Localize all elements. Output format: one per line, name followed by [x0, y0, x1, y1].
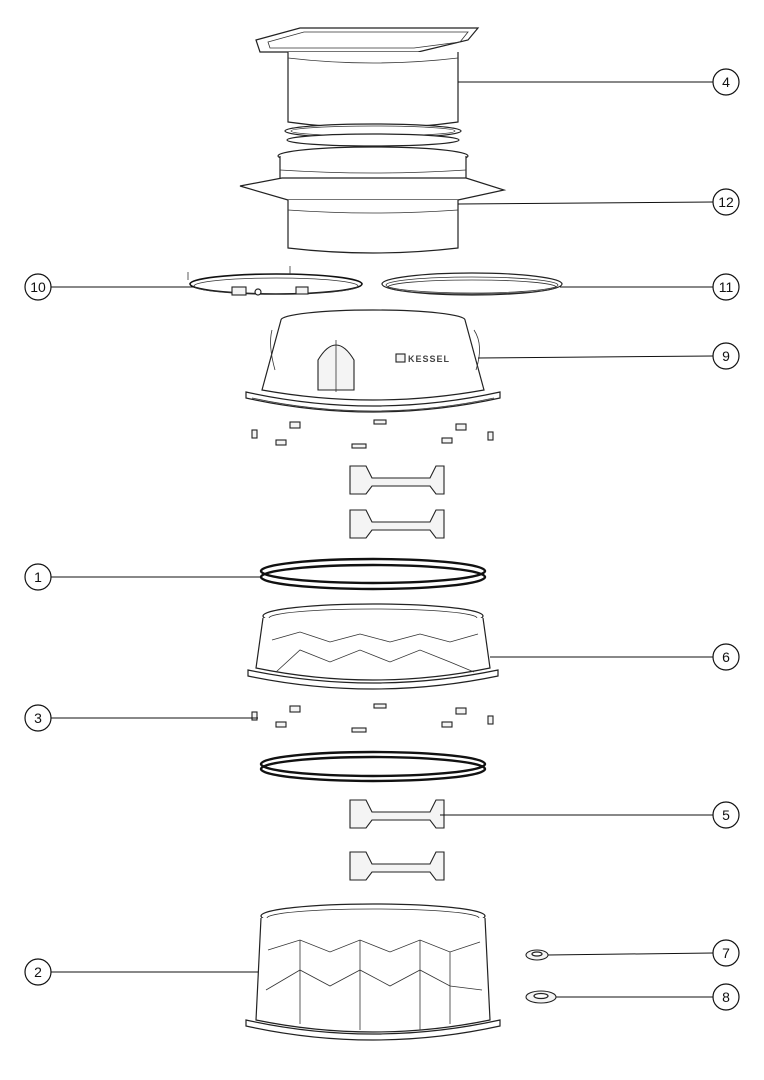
- part-10-clamp-ring: [187, 266, 363, 296]
- callout-3: 3: [24, 704, 52, 732]
- part-1-seal-ring: [259, 557, 487, 591]
- part-5-connector-bars: [349, 799, 445, 881]
- part-12-sleeve-flange: [239, 146, 507, 254]
- pin-set-lower: [251, 703, 494, 733]
- callout-6: 6: [712, 643, 740, 671]
- connector-bars-upper: [349, 465, 445, 539]
- part-4-cover-tube: [255, 27, 480, 147]
- callout-11: 11: [712, 273, 740, 301]
- part-2-base-ring: [245, 903, 501, 1041]
- callout-8: 8: [712, 983, 740, 1011]
- callout-1: 1: [24, 563, 52, 591]
- callout-7: 7: [712, 939, 740, 967]
- svg-text:10: 10: [30, 279, 46, 295]
- svg-text:6: 6: [722, 649, 730, 665]
- callout-5: 5: [712, 801, 740, 829]
- svg-text:12: 12: [718, 194, 734, 210]
- svg-text:11: 11: [719, 279, 734, 295]
- callout-4: 4: [712, 68, 740, 96]
- svg-text:7: 7: [722, 945, 730, 961]
- callout-2: 2: [24, 958, 52, 986]
- leader-lines: [51, 81, 714, 998]
- callout-12: 12: [712, 188, 740, 216]
- seal-ring-lower: [259, 750, 487, 783]
- svg-text:9: 9: [722, 348, 730, 364]
- part-11-seal-ring: [381, 272, 563, 296]
- part-6-shaft-ring: [247, 603, 499, 690]
- svg-text:3: 3: [34, 710, 42, 726]
- svg-text:8: 8: [722, 989, 730, 1005]
- svg-text:2: 2: [34, 964, 42, 980]
- part-8-washer: [525, 990, 557, 1004]
- callout-9: 9: [712, 342, 740, 370]
- part-7-washer: [525, 949, 549, 961]
- part-9-cone: KESSEL: [245, 309, 501, 413]
- svg-text:4: 4: [722, 74, 730, 90]
- svg-text:1: 1: [34, 569, 42, 585]
- svg-text:5: 5: [722, 807, 730, 823]
- kessel-logo: KESSEL: [408, 354, 450, 364]
- pin-set-upper: [251, 419, 494, 449]
- callout-10: 10: [24, 273, 52, 301]
